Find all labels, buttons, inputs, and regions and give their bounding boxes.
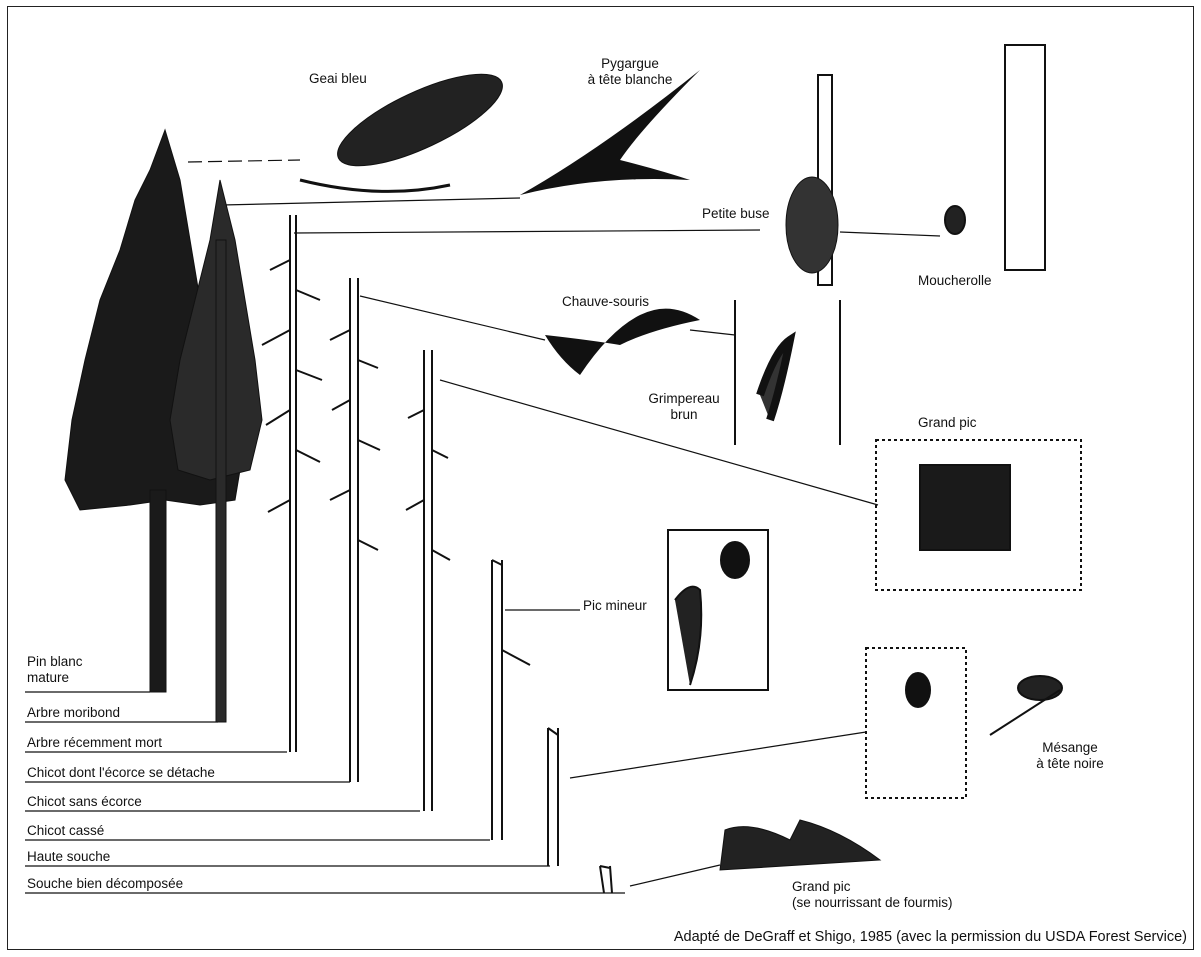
stage-label-casse: Chicot cassé [27, 823, 104, 839]
brown-creeper-illustration [735, 300, 840, 445]
label-grimpereau-line1: Grimpereau [624, 391, 744, 407]
stage-label-haute-souche: Haute souche [27, 849, 110, 865]
connector-moucherolle [840, 232, 940, 236]
bald-eagle-illustration [520, 70, 700, 195]
pileated-woodpecker-illustration [876, 440, 1081, 590]
label-grand-pic: Grand pic [918, 415, 977, 431]
label-mesange-line2: à tête noire [1020, 756, 1120, 772]
connector-grand-pic-fourmis [630, 865, 720, 886]
connector-pygargue [222, 198, 520, 205]
tall-stump [548, 728, 558, 866]
stage-label-moribond: Arbre moribond [27, 705, 120, 721]
label-pygargue: Pygargue à tête blanche [560, 56, 700, 88]
stage-label-mort: Arbre récemment mort [27, 735, 162, 751]
flycatcher-illustration [945, 45, 1045, 270]
connector-mesange [570, 732, 866, 778]
label-geai-bleu: Geai bleu [309, 71, 367, 87]
bark-free-snag [406, 350, 450, 811]
loose-bark-snag [330, 278, 380, 782]
label-pygargue-line2: à tête blanche [560, 72, 700, 88]
bat-illustration [545, 309, 700, 375]
label-grimpereau: Grimpereau brun [624, 391, 744, 423]
connector-petite-buse [294, 230, 760, 233]
label-grand-pic-fourmis-line1: Grand pic [792, 879, 953, 895]
label-chauve-souris: Chauve-souris [562, 294, 649, 310]
dead-tree [262, 215, 322, 752]
connector-grimpereau [690, 330, 735, 335]
label-mesange: Mésange à tête noire [1020, 740, 1120, 772]
broken-snag [492, 560, 530, 840]
label-petite-buse: Petite buse [702, 206, 770, 222]
stage-label-pin-blanc-line1: Pin blanc [27, 654, 83, 670]
stage-label-sans-ecorce: Chicot sans écorce [27, 794, 142, 810]
credit-text: Adapté de DeGraff et Shigo, 1985 (avec l… [674, 929, 1187, 945]
stage-label-pin-blanc: Pin blanc mature [27, 654, 83, 686]
chickadee-illustration [866, 648, 1062, 798]
connector-geai [188, 160, 300, 162]
label-moucherolle: Moucherolle [918, 273, 992, 289]
label-pic-mineur: Pic mineur [583, 598, 647, 614]
stage-label-souche: Souche bien décomposée [27, 876, 183, 892]
label-grand-pic-fourmis-line2: (se nourrissant de fourmis) [792, 895, 953, 911]
pileated-woodpecker-ants-illustration [720, 820, 880, 870]
label-grimpereau-line2: brun [624, 407, 744, 423]
downy-woodpecker-illustration [668, 530, 768, 690]
decomposed-stump [600, 866, 612, 893]
small-hawk-illustration [786, 75, 838, 285]
stage-label-ecorce-detache: Chicot dont l'écorce se détache [27, 765, 215, 781]
label-pygargue-line1: Pygargue [560, 56, 700, 72]
label-mesange-line1: Mésange [1020, 740, 1120, 756]
connector-chauve-souris [360, 296, 545, 340]
stage-label-pin-blanc-line2: mature [27, 670, 83, 686]
label-grand-pic-fourmis: Grand pic (se nourrissant de fourmis) [792, 879, 953, 911]
